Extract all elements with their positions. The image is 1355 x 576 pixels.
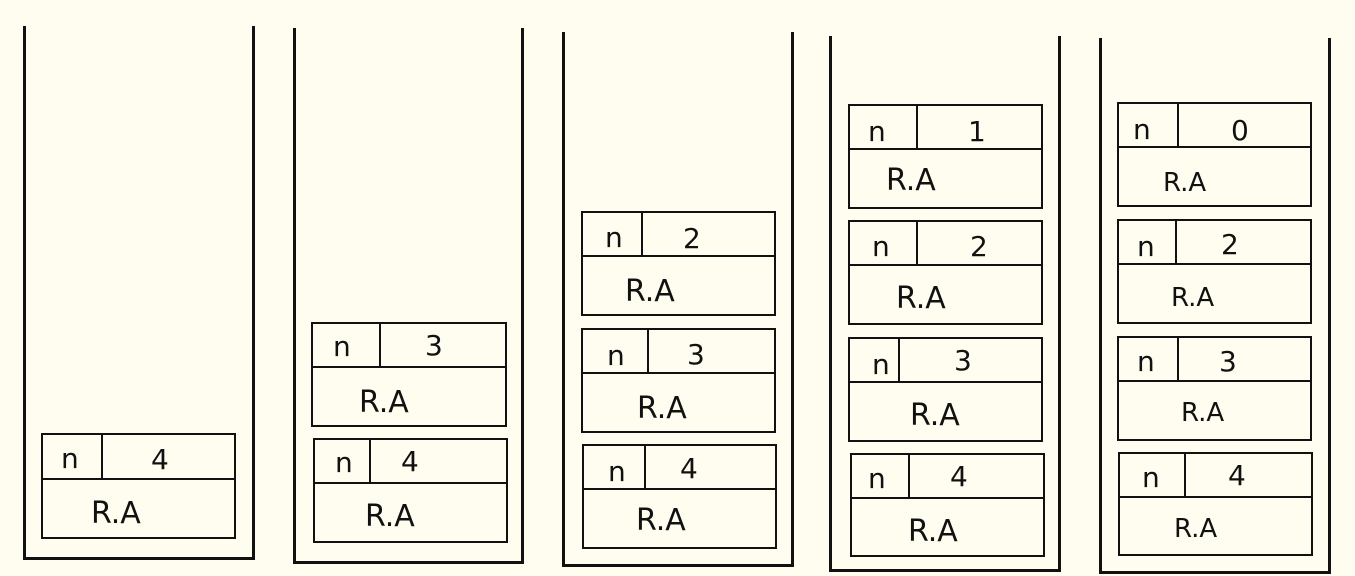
frame-variable-value: 4	[401, 445, 419, 478]
frame-return-address: R.A	[91, 496, 141, 531]
frame-header	[1119, 338, 1310, 383]
frame-variable-value: 4	[950, 460, 968, 493]
frame-variable-value: 4	[680, 452, 698, 485]
stack-frame: n 1 R.A	[848, 104, 1043, 209]
frame-divider	[916, 106, 918, 149]
frame-header	[583, 213, 774, 258]
frame-variable-name: n	[61, 442, 79, 475]
frame-return-address: R.A	[637, 391, 687, 426]
frame-variable-name: n	[1133, 113, 1151, 146]
stack-1	[23, 26, 255, 560]
frame-divider	[1177, 338, 1179, 381]
frame-return-address: R.A	[365, 499, 415, 534]
frame-divider	[379, 324, 381, 367]
frame-divider	[908, 455, 910, 497]
frame-variable-value: 4	[151, 443, 169, 476]
frame-variable-value: 2	[970, 230, 988, 263]
stack-2	[293, 28, 524, 564]
frame-variable-value: 2	[1221, 228, 1239, 261]
frame-header	[584, 446, 775, 491]
stack-frame: n 4 R.A	[850, 453, 1045, 557]
frame-return-address: R.A	[625, 274, 675, 309]
frame-return-address: R.A	[1163, 168, 1207, 198]
stack-frame: n 2 R.A	[581, 211, 776, 316]
frame-variable-name: n	[868, 462, 886, 495]
frame-return-address: R.A	[910, 398, 960, 433]
frame-divider	[1184, 454, 1186, 496]
frame-variable-name: n	[1137, 345, 1155, 378]
stack-frame: n 2 R.A	[848, 220, 1043, 325]
frame-variable-name: n	[608, 455, 626, 488]
frame-return-address: R.A	[1174, 514, 1218, 544]
frame-variable-name: n	[607, 339, 625, 372]
frame-header	[850, 106, 1041, 151]
frame-divider	[644, 446, 646, 489]
frame-return-address: R.A	[896, 281, 946, 316]
stack-frame: n 4 R.A	[1118, 452, 1313, 556]
stack-frame: n 3 R.A	[311, 322, 507, 427]
frame-divider	[916, 222, 918, 265]
stack-frame: n 4 R.A	[582, 444, 777, 549]
frame-divider	[647, 330, 649, 373]
frame-header	[1119, 221, 1310, 266]
frame-variable-name: n	[333, 330, 351, 363]
stack-3	[562, 32, 794, 567]
frame-header	[313, 324, 505, 369]
frame-return-address: R.A	[1181, 398, 1225, 428]
frame-return-address: R.A	[359, 385, 409, 420]
stack-frame: n 4 R.A	[41, 433, 236, 539]
frame-divider	[101, 435, 103, 478]
stack-frame: n 3 R.A	[848, 337, 1043, 442]
frame-divider	[369, 440, 371, 483]
stack-5	[1099, 38, 1331, 574]
frame-variable-name: n	[872, 348, 890, 381]
frame-return-address: R.A	[908, 514, 958, 549]
frame-header	[850, 339, 1041, 384]
stack-frame: n 2 R.A	[1117, 219, 1312, 324]
stack-frame: n 0 R.A	[1117, 102, 1312, 207]
frame-variable-name: n	[605, 221, 623, 254]
frame-variable-value: 3	[425, 329, 443, 362]
frame-variable-value: 0	[1231, 114, 1249, 147]
frame-header	[43, 435, 234, 480]
frame-header	[1120, 454, 1311, 498]
stack-frame: n 4 R.A	[313, 438, 508, 543]
frame-variable-value: 4	[1228, 459, 1246, 492]
frame-variable-value: 3	[687, 338, 705, 371]
frame-variable-name: n	[868, 115, 886, 148]
frame-divider	[1177, 104, 1179, 147]
stack-4	[829, 36, 1061, 572]
frame-variable-name: n	[1142, 461, 1160, 494]
frame-header	[583, 330, 774, 375]
frame-divider	[898, 339, 900, 382]
frame-header	[315, 440, 506, 485]
frame-header	[852, 455, 1043, 499]
frame-variable-value: 1	[968, 115, 986, 148]
stack-frame: n 3 R.A	[581, 328, 776, 433]
frame-divider	[1175, 221, 1177, 264]
frame-variable-name: n	[1137, 230, 1155, 263]
frame-header	[1119, 104, 1310, 149]
stack-frame: n 3 R.A	[1117, 336, 1312, 441]
frame-return-address: R.A	[886, 163, 936, 198]
frame-variable-value: 3	[1219, 345, 1237, 378]
frame-variable-name: n	[872, 230, 890, 263]
frame-variable-value: 2	[683, 222, 701, 255]
frame-return-address: R.A	[636, 503, 686, 538]
frame-divider	[641, 213, 643, 256]
frame-header	[850, 222, 1041, 267]
frame-variable-name: n	[335, 446, 353, 479]
frame-variable-value: 3	[954, 344, 972, 377]
frame-return-address: R.A	[1171, 283, 1215, 313]
